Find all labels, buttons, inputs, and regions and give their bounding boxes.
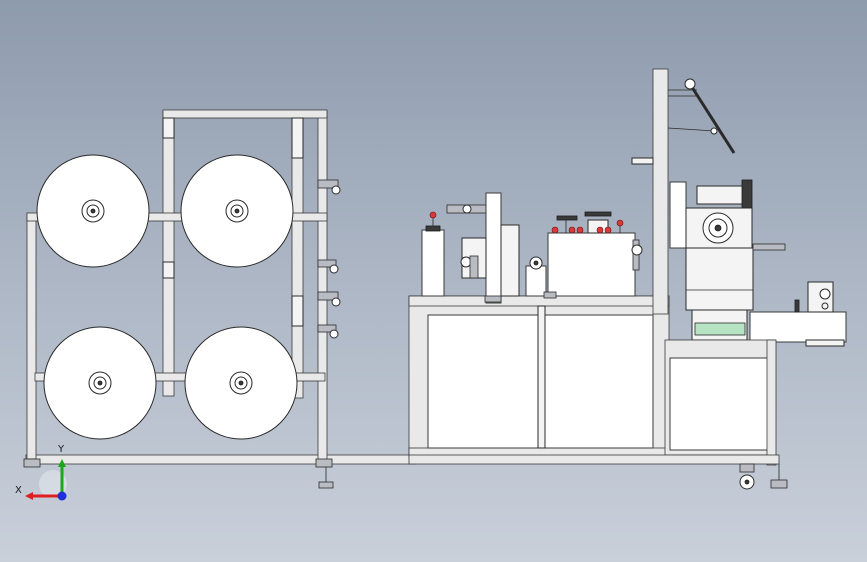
lower-beam <box>34 372 326 382</box>
unwind-stand <box>23 109 417 489</box>
center-post <box>162 110 175 397</box>
top-roller <box>696 185 748 205</box>
cabinet-door-right <box>544 314 654 449</box>
guide-roller-1 <box>317 179 341 195</box>
top-beam <box>162 109 328 119</box>
left-post <box>26 213 37 460</box>
nose-wire-module <box>421 192 520 304</box>
right-post <box>317 110 328 462</box>
tower-post <box>652 68 669 315</box>
right-cabinet-door <box>669 357 771 451</box>
cutter-housing <box>685 247 754 311</box>
roll-top-left <box>36 154 150 268</box>
upper-beam <box>26 212 328 222</box>
guide-roller-2 <box>317 259 339 274</box>
roll-bottom-left <box>43 326 157 440</box>
roll-bottom-right <box>184 326 298 440</box>
base-beam <box>25 454 417 465</box>
axis-y-label: Y <box>58 444 65 455</box>
output-table <box>749 311 847 343</box>
guide-roller-3 <box>317 291 341 307</box>
main-cabinet <box>408 295 670 459</box>
guide-roller-4 <box>317 324 339 339</box>
welding-module <box>525 211 643 299</box>
right-cabinet <box>408 339 788 490</box>
cutting-tower <box>631 68 847 347</box>
roll-top-right <box>180 154 294 268</box>
view-triad-icon[interactable] <box>25 459 67 501</box>
cabinet-door-left <box>427 314 539 449</box>
green-roller <box>694 322 746 336</box>
axis-x-label: X <box>15 485 22 496</box>
welder-housing <box>547 232 636 297</box>
